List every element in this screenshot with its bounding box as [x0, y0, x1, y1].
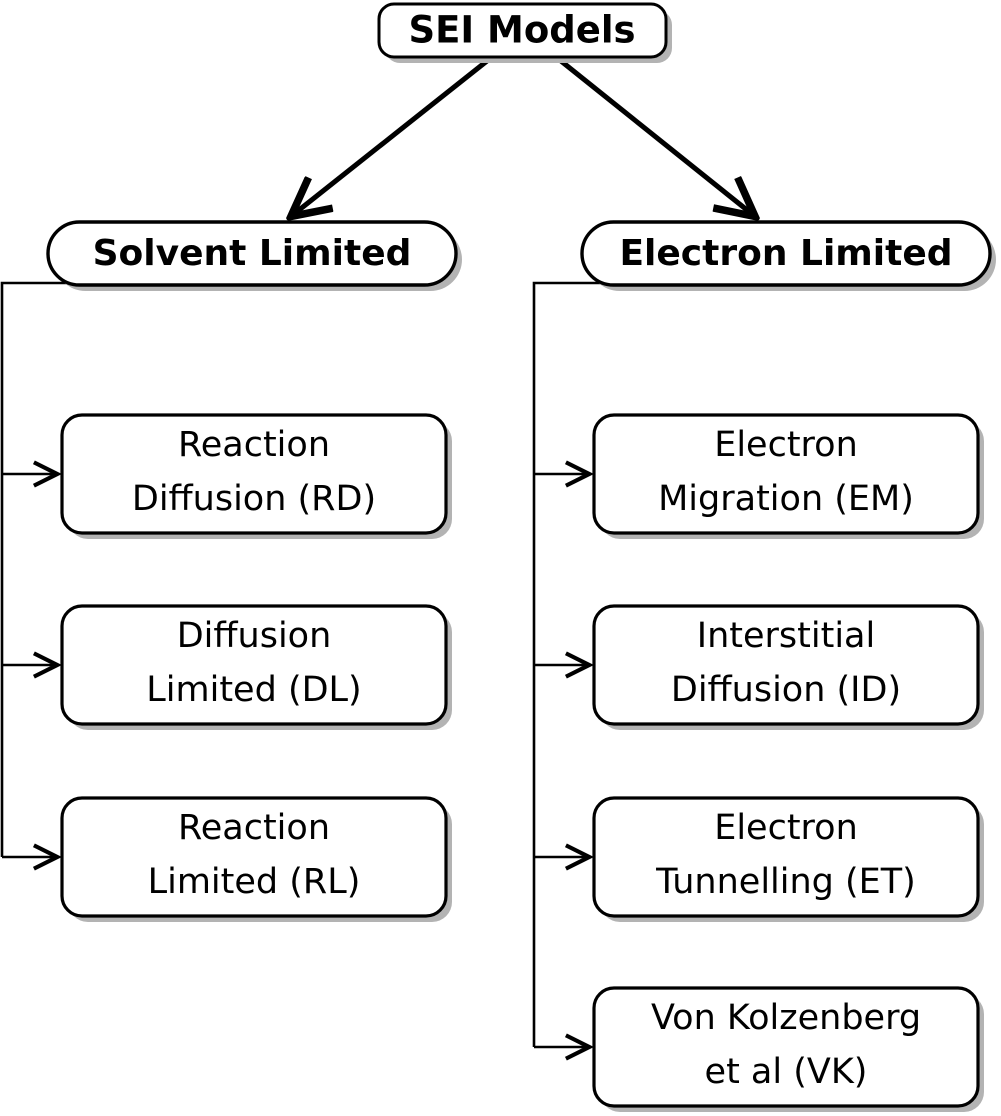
- node-von-kolzenberg-vk[interactable]: Von Kolzenberg et al (VK): [592, 986, 984, 1112]
- node-reaction-limited-rl-label-line2: Limited (RL): [148, 862, 361, 902]
- node-sei-models-box: [377, 2, 668, 59]
- node-von-kolzenberg-vk-label-line1: Von Kolzenberg: [651, 998, 921, 1038]
- node-sei-models-label: SEI Models: [408, 9, 635, 52]
- node-electron-limited-box: [580, 220, 992, 287]
- node-electron-tunnelling-et[interactable]: Electron Tunnelling (ET): [592, 796, 984, 922]
- node-electron-migration-em-label-line2: Migration (EM): [658, 479, 914, 519]
- node-diffusion-limited-dl-label-line1: Diffusion: [177, 616, 332, 656]
- node-interstitial-diffusion-id[interactable]: Interstitial Diffusion (ID): [592, 604, 984, 730]
- node-reaction-diffusion-rd-box: [60, 413, 448, 535]
- node-von-kolzenberg-vk-label-line2: et al (VK): [705, 1052, 868, 1092]
- node-sei-models[interactable]: SEI Models: [377, 2, 672, 63]
- node-reaction-limited-rl[interactable]: Reaction Limited (RL): [60, 796, 452, 922]
- node-reaction-diffusion-rd[interactable]: Reaction Diffusion (RD): [60, 413, 452, 539]
- node-diffusion-limited-dl[interactable]: Diffusion Limited (DL): [60, 604, 452, 730]
- node-reaction-limited-rl-box: [60, 796, 448, 918]
- node-electron-migration-em-box: [592, 413, 980, 535]
- node-electron-tunnelling-et-label-line1: Electron: [714, 808, 858, 848]
- node-reaction-limited-rl-label-line1: Reaction: [178, 808, 330, 848]
- node-electron-limited[interactable]: Electron Limited: [580, 220, 996, 291]
- node-solvent-limited[interactable]: Solvent Limited: [46, 220, 462, 291]
- node-interstitial-diffusion-id-box: [592, 604, 980, 726]
- node-reaction-diffusion-rd-label-line2: Diffusion (RD): [132, 479, 376, 519]
- node-electron-tunnelling-et-box: [592, 796, 980, 918]
- node-solvent-limited-label: Solvent Limited: [93, 233, 412, 274]
- node-interstitial-diffusion-id-label-line2: Diffusion (ID): [671, 670, 901, 710]
- node-solvent-limited-box: [46, 220, 458, 287]
- node-interstitial-diffusion-id-label-line1: Interstitial: [697, 616, 875, 656]
- edge-root-to-solvent-limited: [294, 55, 494, 214]
- edge-group-solvent-limited: [0, 281, 252, 871]
- node-reaction-diffusion-rd-label-line1: Reaction: [178, 425, 330, 465]
- node-electron-migration-em-label-line1: Electron: [714, 425, 858, 465]
- node-von-kolzenberg-vk-box: [592, 986, 980, 1108]
- node-electron-limited-label: Electron Limited: [619, 233, 952, 274]
- edge-root-to-electron-limited: [554, 55, 752, 214]
- node-diffusion-limited-dl-box: [60, 604, 448, 726]
- node-electron-migration-em[interactable]: Electron Migration (EM): [592, 413, 984, 539]
- node-electron-tunnelling-et-label-line2: Tunnelling (ET): [655, 862, 916, 902]
- node-diffusion-limited-dl-label-line2: Limited (DL): [146, 670, 361, 710]
